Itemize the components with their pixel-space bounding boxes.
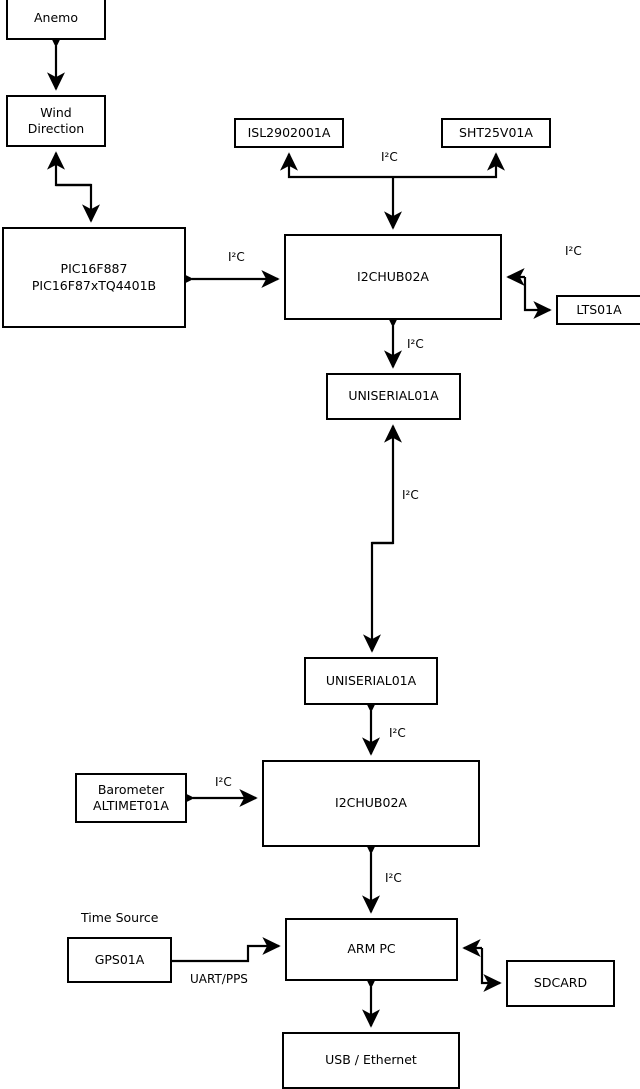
- edge-label-i2c-barometer-hub2: I²C: [215, 775, 232, 789]
- node-i2chub02a-bottom[interactable]: I2CHUB02A: [262, 760, 480, 847]
- node-sdcard[interactable]: SDCARD: [506, 960, 615, 1007]
- connector-hub-lts-out: [523, 277, 552, 320]
- node-sht25v01a-label: SHT25V01A: [459, 124, 533, 140]
- connector-wind-pic-up: [46, 151, 91, 187]
- edge-label-i2c-hub2-arm: I²C: [385, 871, 402, 885]
- node-pic-label: PIC16F887 PIC16F87xTQ4401B: [31, 261, 157, 293]
- node-pic-microcontroller[interactable]: PIC16F887 PIC16F87xTQ4401B: [2, 227, 186, 328]
- node-anemo-label: Anemo: [34, 9, 78, 25]
- edge-label-i2c-hub-uniserial: I²C: [407, 337, 424, 351]
- connector-bus-sht: [393, 152, 506, 179]
- connector-uniserial-link-down: [362, 541, 393, 653]
- node-uniserial01a-bottom[interactable]: UNISERIAL01A: [304, 657, 438, 705]
- connector-bus-isl: [279, 152, 393, 179]
- label-time-source: Time Source: [81, 910, 159, 925]
- node-usb-ethernet-label: USB / Ethernet: [325, 1052, 417, 1068]
- connector-gps-arm: [172, 936, 281, 963]
- node-arm-pc-label: ARM PC: [347, 941, 396, 957]
- node-sdcard-label: SDCARD: [533, 975, 588, 991]
- node-lts01a[interactable]: LTS01A: [556, 295, 640, 325]
- node-wind-direction[interactable]: Wind Direction: [6, 95, 106, 147]
- node-barometer-label: Barometer ALTIMET01A: [93, 781, 169, 814]
- node-uniserial01a-top[interactable]: UNISERIAL01A: [326, 373, 461, 420]
- edge-label-i2c-uniserial-hub2: I²C: [389, 726, 406, 740]
- node-arm-pc[interactable]: ARM PC: [285, 918, 458, 981]
- edge-label-uart-pps: UART/PPS: [190, 972, 248, 986]
- node-i2chub02a-bottom-label: I2CHUB02A: [335, 795, 407, 811]
- node-anemo[interactable]: Anemo: [6, 0, 106, 40]
- edge-label-i2c-uniserial-link: I²C: [402, 488, 419, 502]
- edge-label-i2c-sensors-top: I²C: [381, 150, 398, 164]
- node-isl2902001a-label: ISL2902001A: [247, 124, 331, 140]
- node-i2chub02a-top[interactable]: I2CHUB02A: [284, 234, 502, 320]
- node-gps01a[interactable]: GPS01A: [67, 937, 172, 983]
- node-uniserial01a-bottom-label: UNISERIAL01A: [325, 672, 417, 688]
- edge-label-i2c-hub-lts: I²C: [565, 244, 582, 258]
- node-i2chub02a-top-label: I2CHUB02A: [357, 268, 429, 284]
- edge-label-i2c-pic-hub: I²C: [228, 250, 245, 264]
- node-uniserial01a-top-label: UNISERIAL01A: [348, 388, 439, 404]
- node-lts01a-label: LTS01A: [576, 301, 622, 317]
- connector-wind-pic-down: [56, 183, 101, 223]
- node-usb-ethernet[interactable]: USB / Ethernet: [282, 1032, 460, 1089]
- connector-uniserial-link-up: [372, 424, 403, 545]
- connector-arm-sdcard-out: [480, 948, 502, 993]
- node-sht25v01a[interactable]: SHT25V01A: [441, 118, 551, 148]
- node-gps01a-label: GPS01A: [94, 951, 145, 967]
- node-barometer-altimet01a[interactable]: Barometer ALTIMET01A: [75, 773, 187, 823]
- node-wind-direction-label: Wind Direction: [27, 104, 85, 137]
- node-isl2902001a[interactable]: ISL2902001A: [234, 118, 344, 148]
